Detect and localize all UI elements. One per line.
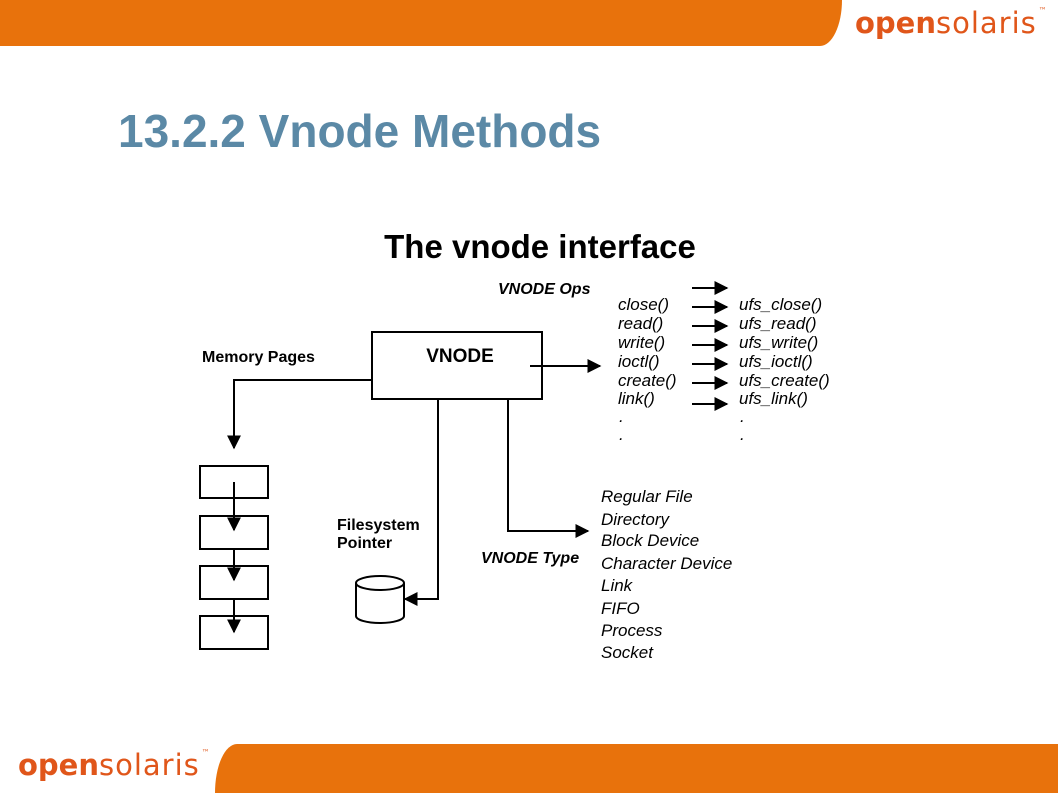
filesystem-cylinder-icon	[355, 575, 405, 624]
op-ioctl: ioctl()	[618, 352, 660, 371]
vnode-to-types-line	[507, 399, 590, 538]
ufs-ops-column: ufs_close() ufs_read() ufs_write() ufs_i…	[739, 295, 830, 444]
op-write: write()	[618, 333, 665, 352]
type-socket: Socket	[601, 643, 654, 662]
op-ellipsis-1: .	[619, 407, 624, 426]
vnode-label: VNODE	[426, 346, 494, 367]
vnode-to-filesystem-line	[403, 399, 439, 606]
ufs-op-ioctl: ufs_ioctl()	[739, 352, 813, 371]
ufs-ellipsis-2: .	[740, 425, 745, 444]
type-fifo: FIFO	[601, 599, 640, 618]
ufs-op-create: ufs_create()	[739, 371, 830, 390]
op-read: read()	[618, 314, 663, 333]
diagram-title: The vnode interface	[384, 228, 696, 265]
filesystem-pointer-label-line1: Filesystem	[337, 517, 420, 534]
type-block-device: Block Device	[601, 531, 699, 550]
ufs-op-write: ufs_write()	[739, 333, 818, 352]
type-regular-file: Regular File	[601, 487, 693, 506]
op-arrows	[692, 300, 729, 411]
vnode-to-pages-line	[227, 379, 372, 450]
slide-title: 13.2.2 Vnode Methods	[118, 105, 602, 157]
footer-orange-bar	[215, 744, 1058, 793]
type-link: Link	[601, 576, 634, 595]
vnode-ops-label: VNODE Ops	[498, 281, 591, 298]
memory-pages-label: Memory Pages	[202, 349, 315, 366]
vnode-box	[371, 331, 543, 400]
filesystem-pointer-label-line2: Pointer	[337, 535, 392, 552]
header-orange-bar	[0, 0, 842, 46]
vnode-type-label: VNODE Type	[481, 550, 579, 567]
op-link: link()	[618, 389, 655, 408]
ufs-ellipsis-1: .	[740, 407, 745, 426]
vnode-type-list: Regular File Directory Block Device Char…	[601, 487, 732, 662]
op-create: create()	[618, 371, 677, 390]
ufs-op-close: ufs_close()	[739, 295, 822, 314]
type-character-device: Character Device	[601, 554, 732, 573]
op-ellipsis-2: .	[619, 425, 624, 444]
ufs-op-link: ufs_link()	[739, 389, 808, 408]
ufs-op-read: ufs_read()	[739, 314, 816, 333]
type-directory: Directory	[601, 510, 671, 529]
op-close: close()	[618, 295, 669, 314]
type-process: Process	[601, 621, 663, 640]
ops-column: close() read() write() ioctl() create() …	[618, 295, 677, 444]
